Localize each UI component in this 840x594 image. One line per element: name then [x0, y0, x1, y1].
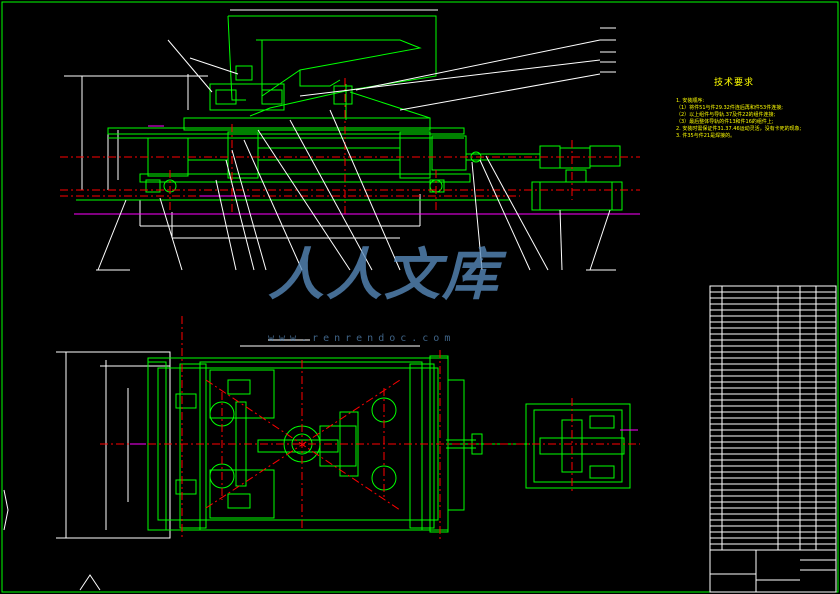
note-line: 1. 安装顺序: — [676, 98, 705, 104]
top-dimensions — [56, 339, 420, 539]
title-block — [709, 285, 837, 593]
note-line: （3）最后整体导轨的件13和件16的组件上; — [676, 119, 774, 125]
top-view — [56, 316, 640, 540]
lever-arm — [209, 15, 437, 120]
technical-requirements-notes: 1. 安装顺序: （1）将件51与件29.32件连后再和件53件连接; （2）以… — [676, 98, 836, 140]
watermark-url: www.renrendoc.com — [268, 333, 456, 344]
note-line: 3. 件35与件21是焊接的。 — [676, 133, 736, 139]
note-line: （1）将件51与件29.32件连后再和件53件连接; — [676, 105, 783, 111]
front-sections — [74, 125, 640, 215]
front-centerlines — [60, 78, 640, 214]
front-dimensions — [64, 9, 438, 239]
top-centerlines — [100, 316, 640, 540]
watermark: 人人文库 — [268, 242, 500, 308]
front-view — [60, 9, 640, 271]
technical-requirements-title: 技术要求 — [714, 78, 755, 88]
parts-list-rows — [710, 291, 836, 545]
note-line: （2）以上组件与导轨.37及件22的组件连接; — [676, 112, 776, 118]
edge-marks — [3, 489, 101, 591]
top-sections — [130, 429, 638, 445]
front-leaders — [96, 27, 616, 271]
note-line: 2. 安装时需保证件31.37.46运动灵活，没有卡死的现象; — [676, 126, 802, 132]
main-frame — [76, 117, 510, 201]
